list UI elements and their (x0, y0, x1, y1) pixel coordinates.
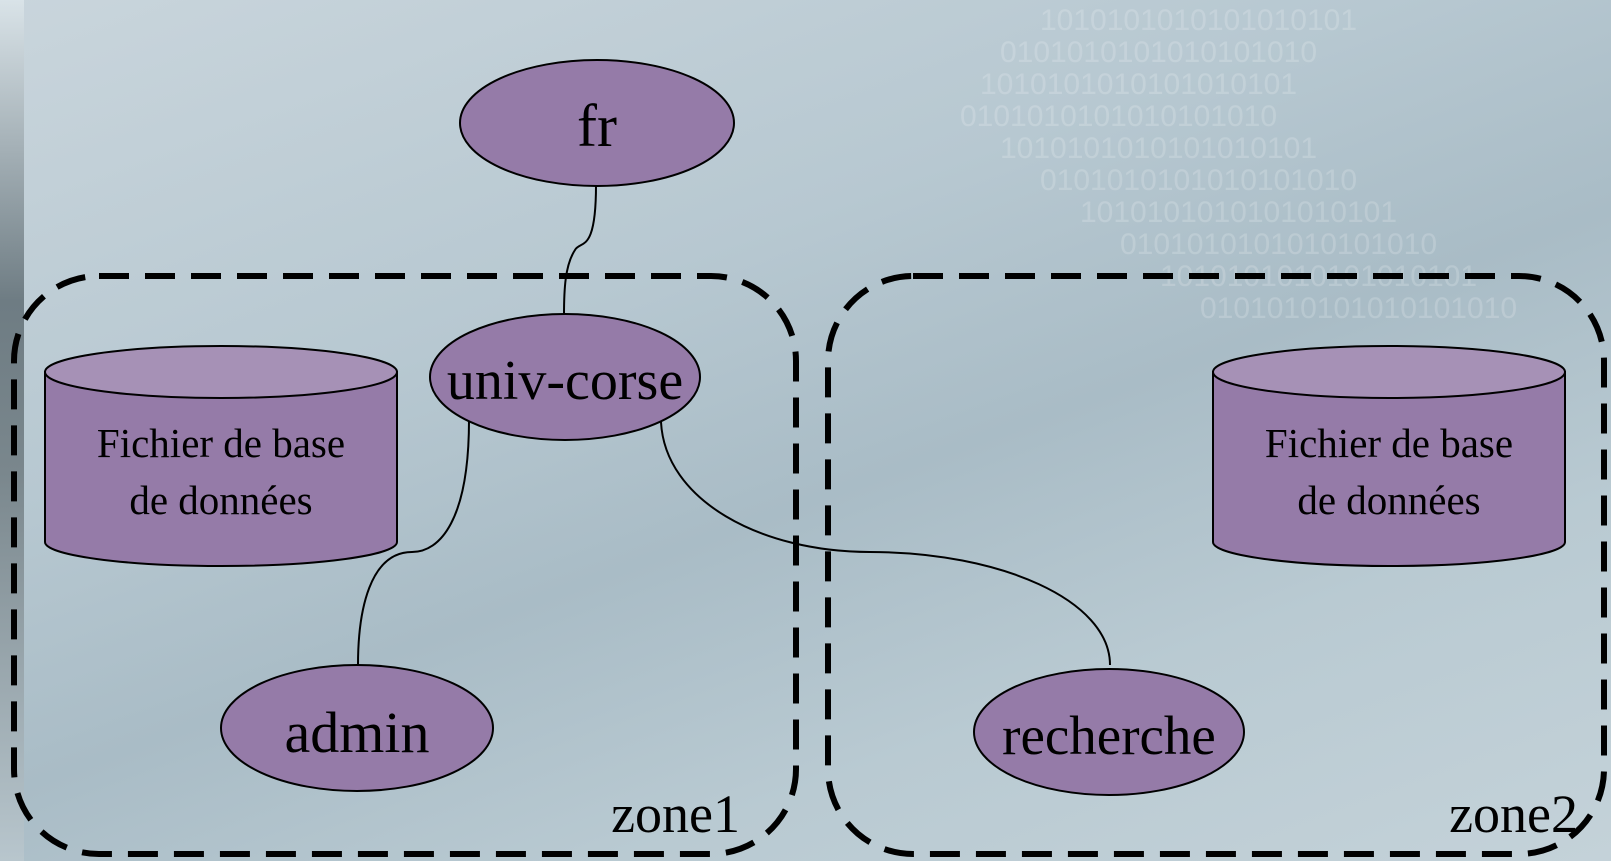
zone2-database-label-line1: Fichier de base (1265, 420, 1513, 466)
zone2-label: zone2 (1449, 784, 1578, 844)
node-admin: admin (220, 664, 494, 792)
svg-text:1010101010101010101: 1010101010101010101 (1000, 132, 1317, 165)
node-univ-corse-shape (429, 313, 701, 441)
svg-text:0101010101010101010: 0101010101010101010 (1200, 292, 1517, 325)
edge-fr-univ-corse (563, 184, 597, 316)
zone1-database: Fichier de base de données (44, 345, 398, 567)
zone1-database-body (44, 371, 398, 567)
zone1-label: zone1 (611, 784, 740, 844)
edge-univ-corse-admin (357, 419, 470, 666)
zone2-boundary (825, 273, 1607, 857)
svg-text:1010101010101010101: 1010101010101010101 (980, 68, 1297, 101)
zone2-database-label-line2: de données (1297, 477, 1480, 523)
node-fr-shape (459, 59, 735, 187)
svg-text:1010101010101010101: 1010101010101010101 (1080, 196, 1397, 229)
node-admin-shape (220, 664, 494, 792)
node-recherche: recherche (973, 668, 1245, 796)
svg-text:0101010101010101010: 0101010101010101010 (1120, 228, 1437, 261)
edge-univ-corse-recherche (660, 421, 1111, 666)
node-fr: fr (459, 59, 735, 187)
node-recherche-label: recherche (1002, 705, 1216, 766)
node-fr-label: fr (577, 93, 617, 159)
zone1-database-top (44, 345, 398, 399)
node-univ-corse: univ-corse (429, 313, 701, 441)
zone2-database: Fichier de base de données (1212, 345, 1566, 567)
svg-text:0101010101010101010: 0101010101010101010 (960, 100, 1277, 133)
node-recherche-shape (973, 668, 1245, 796)
node-admin-label: admin (285, 700, 430, 765)
zone1-boundary (11, 273, 799, 857)
svg-text:0101010101010101010: 0101010101010101010 (1040, 164, 1357, 197)
zone2-database-body (1212, 371, 1566, 567)
svg-text:1010101010101010101: 1010101010101010101 (1040, 4, 1357, 37)
zone1-database-label-line2: de données (129, 477, 312, 523)
svg-text:0101010101010101010: 0101010101010101010 (1000, 36, 1317, 69)
node-univ-corse-label: univ-corse (447, 350, 683, 412)
binary-watermark: 1010101010101010101 0101010101010101010 … (960, 4, 1517, 325)
zone2-database-top (1212, 345, 1566, 399)
zone1-database-label-line1: Fichier de base (97, 420, 345, 466)
